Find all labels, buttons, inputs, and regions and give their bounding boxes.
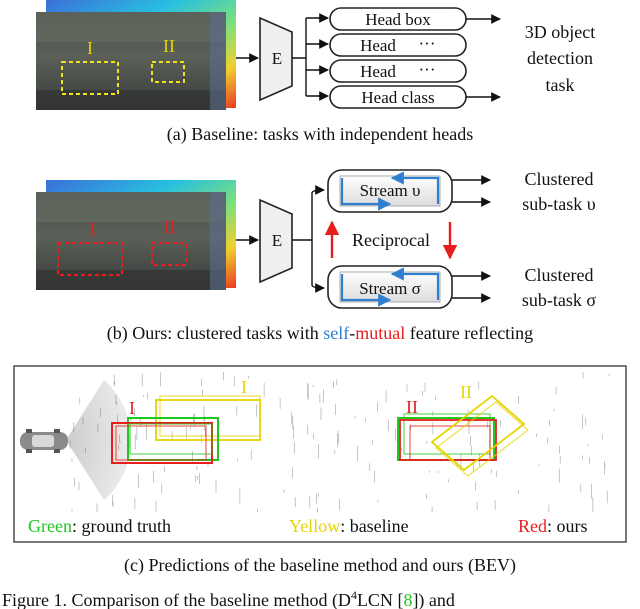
object-label-ii-a: II — [163, 36, 175, 56]
output-upsilon-line2: sub-task υ — [522, 194, 595, 214]
panel-b: I II E Stream υ Stream σ Reciprocal Clus… — [36, 169, 596, 344]
bev-label-ii-yellow: II — [460, 382, 472, 402]
task-label-line3: task — [546, 75, 575, 95]
output-sigma-line2: sub-task σ — [522, 290, 596, 310]
encoder-b — [259, 198, 293, 284]
task-label-line1: 3D object — [525, 22, 595, 42]
object-box-ii-b — [151, 242, 187, 266]
figure-caption: Figure 1. Comparison of the baseline met… — [2, 588, 455, 609]
object-i-boxes — [111, 395, 261, 464]
stream-sigma-label: Stream σ — [359, 279, 421, 298]
head-3-dots: ··· — [419, 60, 436, 79]
object-box-i-b — [57, 242, 123, 276]
encoder-label-a: E — [272, 49, 282, 68]
stream-upsilon-label: Stream υ — [360, 181, 421, 200]
head-2-dots: ··· — [419, 34, 436, 53]
head-box-label: Head box — [365, 10, 431, 29]
bev-label-i-yellow: I — [241, 377, 247, 397]
head-3-label: Head — [360, 62, 396, 81]
legend-red: Red: ours — [518, 516, 588, 536]
object-box-i-a — [61, 61, 119, 95]
object-box-ii-a — [151, 61, 185, 83]
object-label-i-b: I — [89, 219, 95, 239]
panel-c: I I II II Green: ground truth Yellow: ba… — [13, 365, 627, 576]
head-3 — [329, 59, 467, 83]
bev-label-ii-red: II — [406, 397, 418, 417]
object-label-i-a: I — [87, 38, 93, 58]
sensor-fov — [66, 380, 132, 500]
reciprocal-label: Reciprocal — [352, 230, 430, 250]
head-2 — [329, 33, 467, 57]
encoder-a — [259, 16, 293, 102]
output-sigma-line1: Clustered — [525, 265, 594, 285]
caption-b: (b) Ours: clustered tasks with self-mutu… — [107, 323, 533, 344]
ego-car-icon — [20, 429, 68, 453]
panel-a: I II E Head box Head ··· Head ··· Head c… — [36, 0, 595, 145]
caption-c: (c) Predictions of the baseline method a… — [124, 555, 516, 576]
output-upsilon-line1: Clustered — [525, 169, 594, 189]
encoder-label-b: E — [272, 231, 282, 250]
object-ii-boxes — [397, 394, 529, 477]
head-2-label: Head — [360, 36, 396, 55]
bev-label-i-red: I — [129, 398, 135, 418]
head-class-label: Head class — [361, 88, 434, 107]
caption-a: (a) Baseline: tasks with independent hea… — [167, 124, 473, 145]
legend-yellow: Yellow: baseline — [289, 516, 409, 536]
object-label-ii-b: II — [164, 217, 176, 237]
task-label-line2: detection — [527, 48, 593, 68]
legend-green: Green: ground truth — [28, 516, 171, 536]
